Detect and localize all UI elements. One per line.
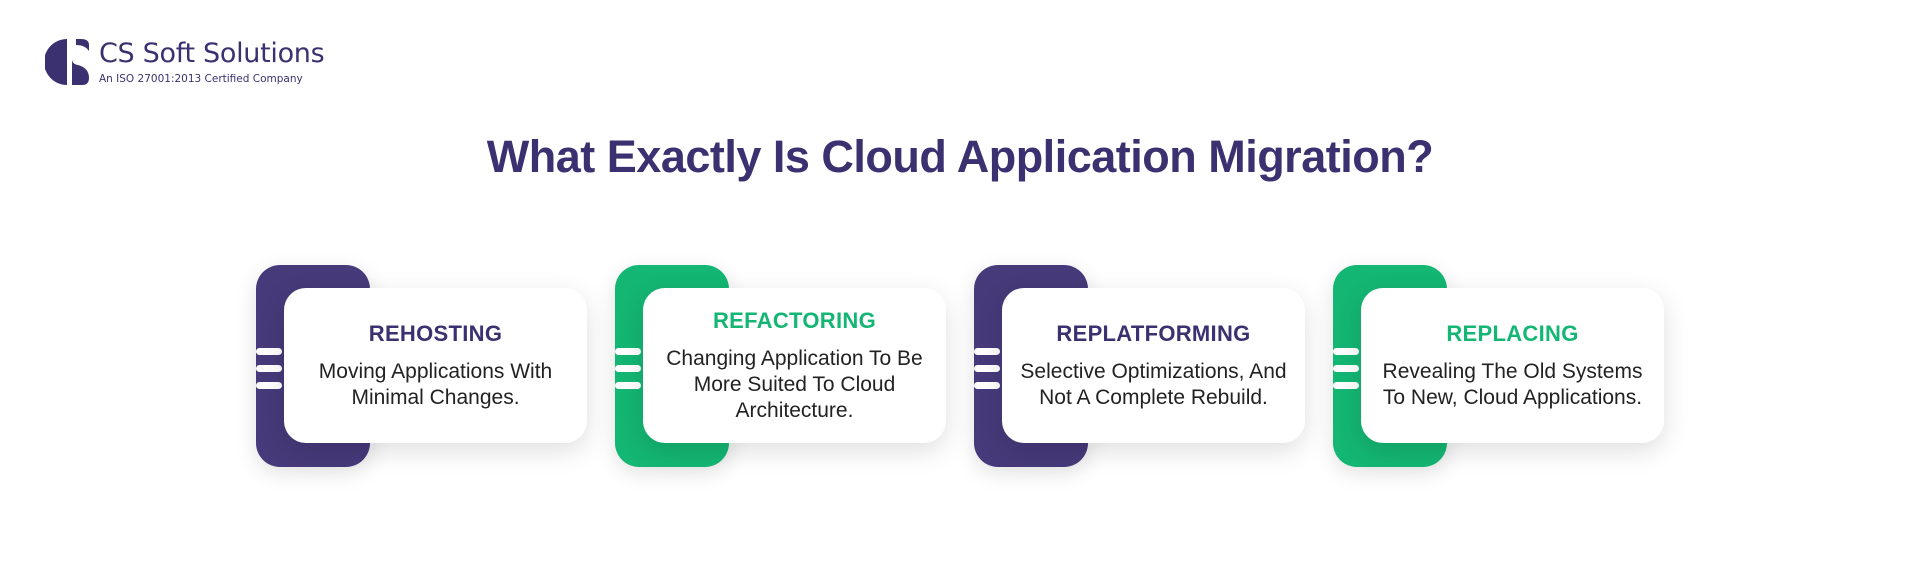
card-panel: REHOSTING Moving Applications With Minim… — [284, 288, 587, 443]
card-heading: REPLATFORMING — [1056, 320, 1251, 346]
card-description: Changing Application To Be More Suited T… — [666, 346, 923, 422]
migration-card: REFACTORING Changing Application To Be M… — [615, 265, 1025, 467]
lines-icon — [256, 348, 282, 399]
card-panel: REPLATFORMING Selective Optimizations, A… — [1002, 288, 1305, 443]
lines-icon — [1333, 348, 1359, 399]
card-heading: REHOSTING — [368, 320, 503, 346]
brand-tagline: An ISO 27001:2013 Certified Company — [99, 73, 303, 85]
lines-icon — [974, 348, 1000, 399]
migration-card: REPLACING Revealing The Old Systems To N… — [1333, 265, 1743, 467]
migration-card: REPLATFORMING Selective Optimizations, A… — [974, 265, 1384, 467]
card-heading: REFACTORING — [712, 307, 876, 333]
page-title: What Exactly Is Cloud Application Migrat… — [486, 131, 1434, 182]
migration-card: REHOSTING Moving Applications With Minim… — [256, 265, 666, 467]
card-description: Selective Optimizations, And Not A Compl… — [1020, 359, 1287, 409]
brand-name: CS Soft Solutions — [99, 38, 325, 69]
logo-icon — [44, 37, 93, 87]
card-description: Revealing The Old Systems To New, Cloud … — [1382, 359, 1643, 409]
brand-logo: CS Soft Solutions An ISO 27001:2013 Cert… — [44, 37, 325, 87]
card-heading: REPLACING — [1446, 320, 1579, 346]
card-panel: REPLACING Revealing The Old Systems To N… — [1361, 288, 1664, 443]
lines-icon — [615, 348, 641, 399]
card-panel: REFACTORING Changing Application To Be M… — [643, 288, 946, 443]
card-description: Moving Applications With Minimal Changes… — [318, 359, 553, 409]
